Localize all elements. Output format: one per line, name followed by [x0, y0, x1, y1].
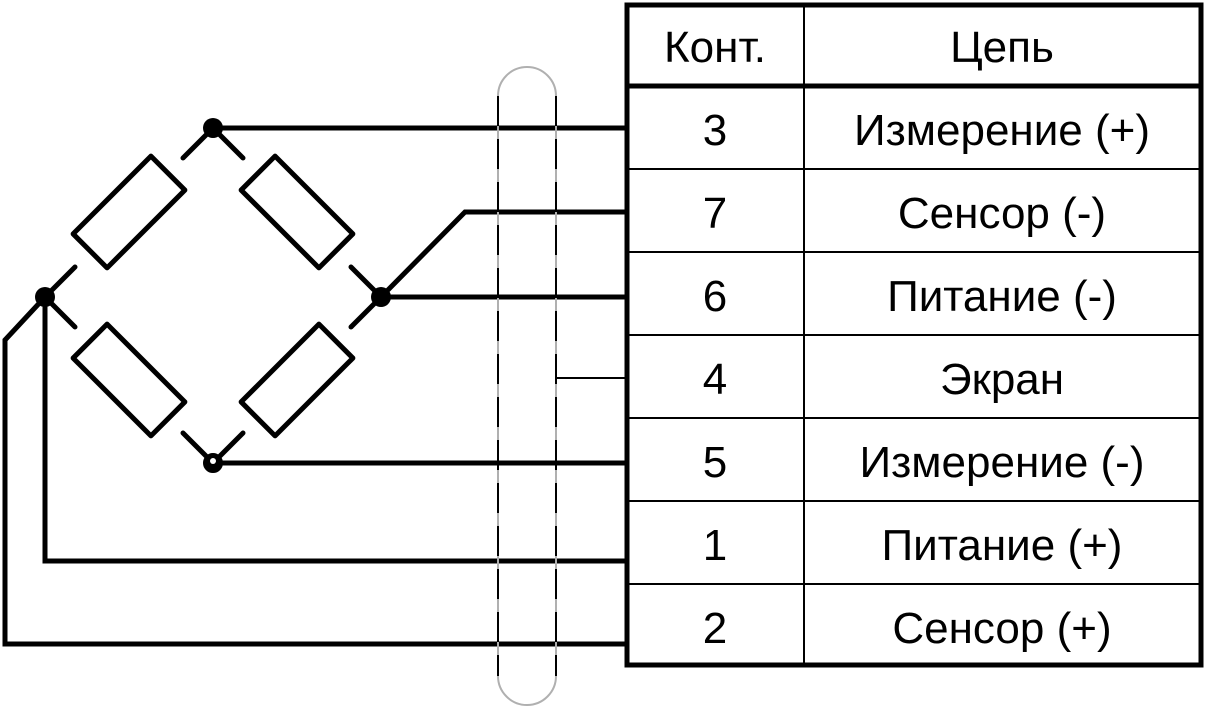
- junction-right: [371, 287, 391, 307]
- circuit-name: Сенсор (-): [898, 189, 1106, 238]
- resistor-upper-left: [70, 153, 188, 271]
- contact-number: 6: [703, 272, 727, 321]
- shield-outline: [497, 66, 557, 706]
- table-row: 5 Измерение (-): [703, 438, 1145, 487]
- circuit-name: Питание (-): [887, 272, 1117, 321]
- contact-number: 2: [703, 604, 727, 653]
- contact-number: 7: [703, 189, 727, 238]
- contact-number: 1: [703, 521, 727, 570]
- pinout-table: [624, 2, 1204, 668]
- header-circuit: Цепь: [950, 23, 1054, 72]
- connecting-wires: [2, 125, 627, 647]
- table-row: 3 Измерение (+): [703, 106, 1150, 155]
- wire-contact-7: [379, 209, 627, 299]
- resistor-lower-right: [238, 321, 356, 439]
- circuit-name: Измерение (+): [854, 106, 1150, 155]
- header-contact: Конт.: [664, 23, 766, 72]
- resistor-lower-left: [70, 321, 188, 439]
- circuit-name: Питание (+): [882, 521, 1123, 570]
- circuit-name: Экран: [940, 355, 1064, 404]
- table-row: 1 Питание (+): [703, 521, 1123, 570]
- wheatstone-bridge: [42, 125, 384, 466]
- table-row: 7 Сенсор (-): [703, 189, 1106, 238]
- resistor-upper-right: [238, 153, 356, 271]
- contact-number: 5: [703, 438, 727, 487]
- table-row: 4 Экран: [703, 355, 1064, 404]
- junction-left: [35, 287, 55, 307]
- cable-shield: [497, 66, 627, 706]
- table-row: 6 Питание (-): [703, 272, 1117, 321]
- wire-contact-2: [2, 295, 627, 647]
- junction-bottom-hole: [210, 458, 216, 464]
- contact-number: 4: [703, 355, 727, 404]
- contact-number: 3: [703, 106, 727, 155]
- wire-contact-1: [42, 297, 627, 564]
- junction-dots: [35, 118, 391, 307]
- circuit-name: Измерение (-): [860, 438, 1145, 487]
- table-row: 2 Сенсор (+): [703, 604, 1112, 653]
- junction-top: [203, 118, 223, 138]
- circuit-name: Сенсор (+): [892, 604, 1111, 653]
